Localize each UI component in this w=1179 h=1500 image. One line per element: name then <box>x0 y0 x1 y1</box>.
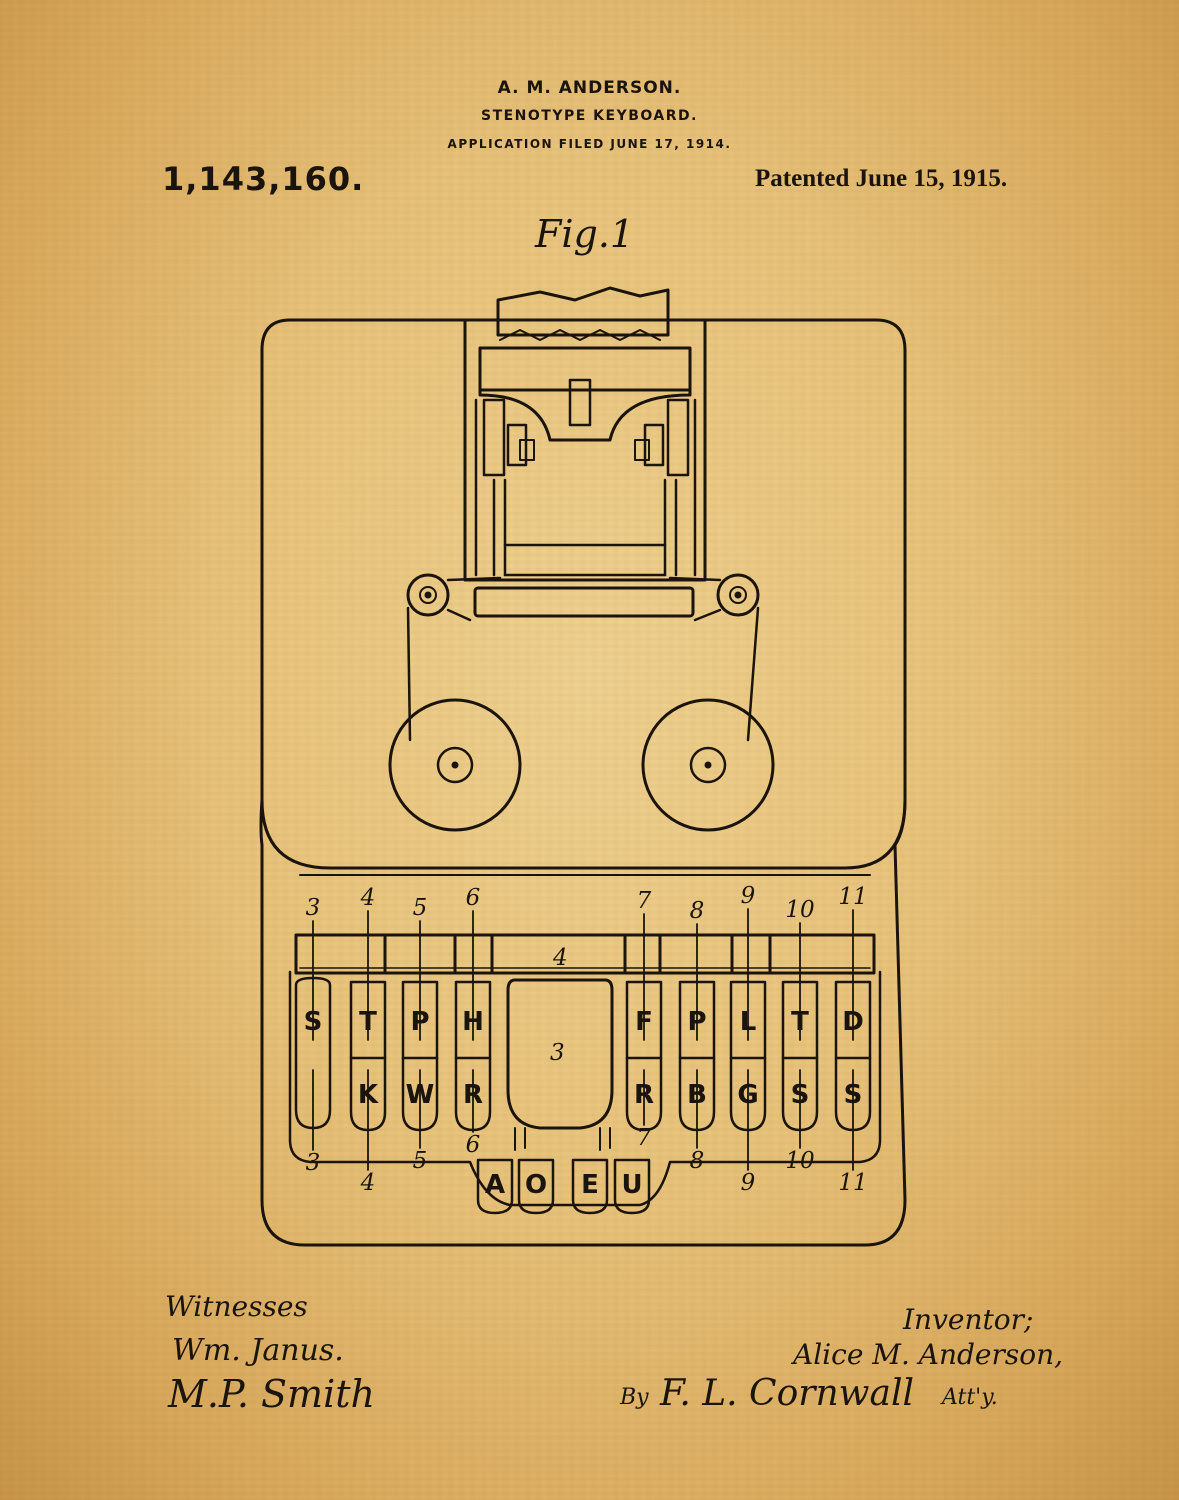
left-reel <box>388 698 522 832</box>
witness-signature-2: M.P. Smith <box>168 1372 375 1416</box>
right-mechanism <box>666 398 690 477</box>
reference-number: 3 <box>306 895 321 921</box>
vowel-key-letter: E <box>581 1170 599 1200</box>
header-title: STENOTYPE KEYBOARD. <box>480 108 698 124</box>
header-inventor-name: A. M. ANDERSON. <box>497 78 682 98</box>
vowel-key-outline <box>517 1158 555 1215</box>
vowel-key-letter: A <box>485 1170 505 1200</box>
reference-number: 7 <box>637 888 652 914</box>
witness-signature-1: Wm. Janus. <box>172 1333 344 1368</box>
center-key-label: 3 <box>550 1040 565 1066</box>
reference-number: 4 <box>360 1170 376 1196</box>
left-mechanism <box>482 398 506 477</box>
vowel-key-letter: O <box>525 1170 547 1200</box>
reference-number: 9 <box>741 883 756 909</box>
reference-number: 4 <box>360 885 376 911</box>
key-bar-label: 4 <box>552 945 568 971</box>
right-reel <box>641 698 775 832</box>
witnesses-label: Witnesses <box>165 1290 308 1323</box>
reference-number: 8 <box>690 898 705 924</box>
right-guide-roller <box>716 573 760 617</box>
key-bar <box>294 933 876 975</box>
reference-number: 5 <box>413 1148 428 1174</box>
reference-number: 10 <box>785 1148 814 1174</box>
attorney-signature: F. L. Cornwall <box>660 1373 914 1414</box>
reference-number: 5 <box>413 895 428 921</box>
vowel-key-outline <box>571 1158 609 1215</box>
carriage-frame <box>463 318 707 582</box>
center-key <box>506 978 614 1130</box>
key-outline <box>294 976 332 1130</box>
figure-label: Fig.1 <box>535 212 635 256</box>
reference-number: 6 <box>466 1132 481 1158</box>
platen-bar <box>473 586 695 618</box>
vowel-key-letter: U <box>621 1170 642 1200</box>
reference-number: 8 <box>690 1148 705 1174</box>
inventor-label: Inventor; <box>903 1303 1034 1336</box>
paper-feed <box>496 286 670 337</box>
vowel-key-outline <box>613 1158 651 1215</box>
reference-number: 3 <box>306 1150 321 1176</box>
upper-platform <box>260 798 907 870</box>
patented-date: Patented June 15, 1915. <box>755 165 1008 192</box>
header-application-filed: APPLICATION FILED JUNE 17, 1914. <box>447 137 732 151</box>
by-label: By <box>620 1385 649 1410</box>
key-outline <box>625 980 663 1132</box>
reference-number: 9 <box>741 1170 756 1196</box>
patent-number: 1,143,160. <box>162 160 365 198</box>
left-guide-roller <box>406 573 450 617</box>
reference-number: 7 <box>637 1125 652 1151</box>
reference-number: 6 <box>466 885 481 911</box>
reference-number: 10 <box>785 897 814 923</box>
reference-number: 11 <box>838 1170 867 1196</box>
vowel-key-outline <box>476 1158 514 1215</box>
attorney-label: Att'y. <box>942 1385 998 1410</box>
reference-number: 11 <box>838 884 867 910</box>
inventor-full-name: Alice M. Anderson, <box>793 1338 1064 1371</box>
